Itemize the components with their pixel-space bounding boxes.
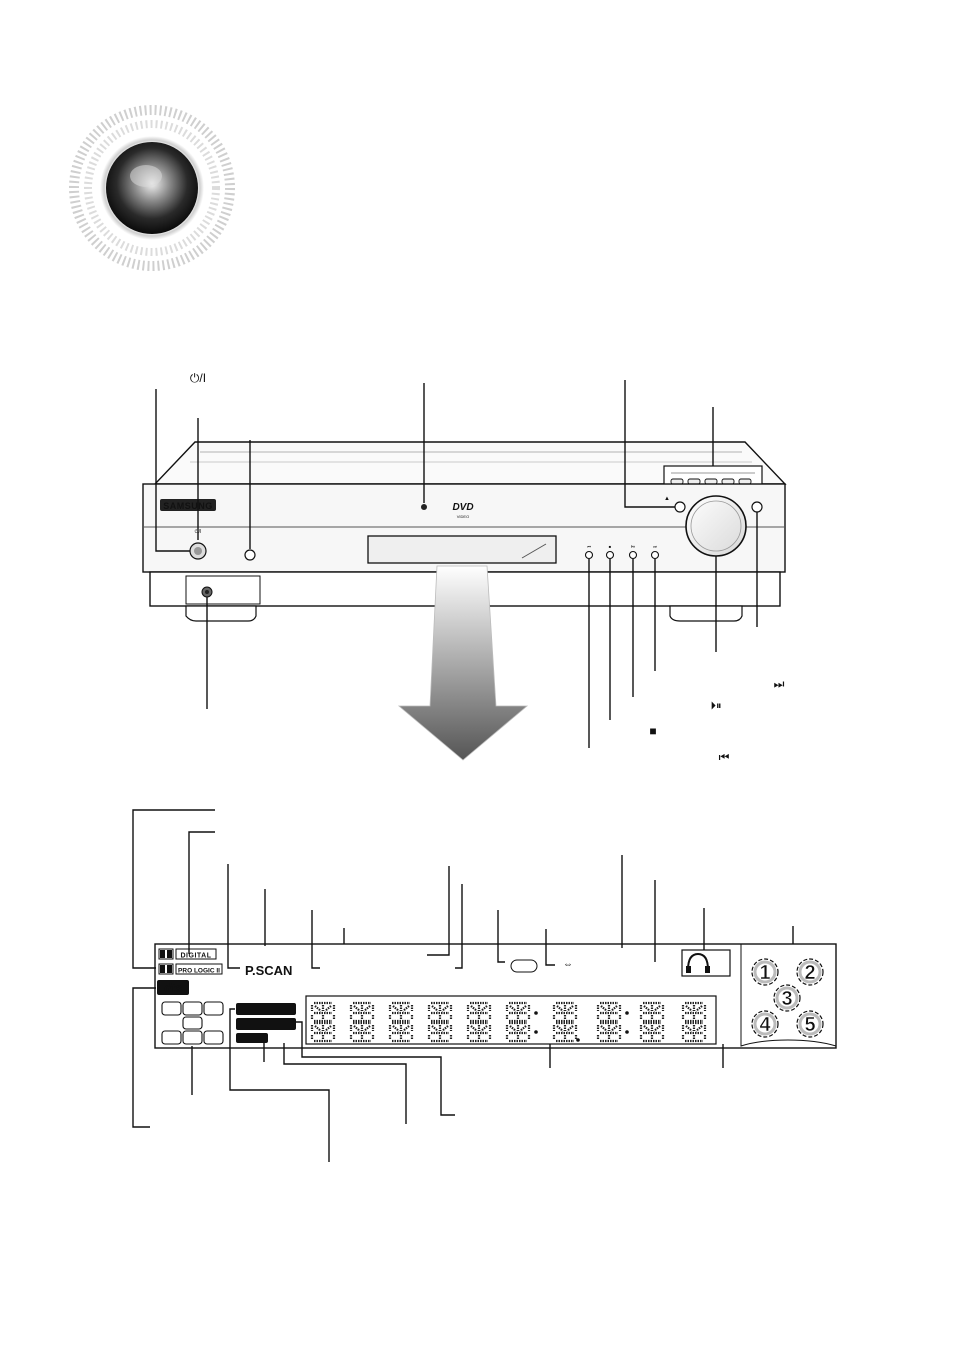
segment-digit-cell (349, 1001, 375, 1023)
segment-digit-cell (466, 1021, 492, 1043)
segment-digit-cell (466, 1001, 492, 1023)
segment-digit-cell (639, 1001, 665, 1023)
stop-button[interactable] (605, 550, 615, 560)
next-track-icon: ⏭ (774, 677, 785, 691)
transition-arrow (397, 565, 529, 761)
prev-button[interactable] (584, 550, 594, 560)
disc-number-label: 5 (804, 1014, 815, 1036)
status-bar-1 (236, 1003, 296, 1015)
disc-number-indicators: 1 234 5 (751, 958, 824, 1038)
segment-digit-cell (681, 1021, 707, 1043)
disc-number-label: 3 (781, 988, 792, 1010)
display-callouts (132, 809, 794, 1162)
segment-digit-cell (427, 1001, 453, 1023)
prev-track-icon: ⏮ (719, 750, 730, 764)
disc-number-label: 1 (759, 962, 770, 984)
segment-separator-dot (534, 1030, 538, 1034)
brand-logo: SAMSUNG (163, 501, 213, 511)
segment-digit-cell (349, 1021, 375, 1043)
status-bar-3 (236, 1033, 268, 1043)
stop-label: ■ (609, 544, 612, 549)
function-button[interactable] (751, 501, 763, 513)
speaker-icon (69, 105, 235, 271)
disc-slot-indicator (421, 504, 427, 510)
segment-digit-cell (596, 1021, 622, 1043)
segment-separator-dot (534, 1011, 538, 1015)
dvd-logo-sub: VIDEO (457, 514, 469, 519)
digital-indicator: DIGITAL (181, 953, 212, 960)
front-panel-callouts (155, 380, 758, 748)
front-display-window (367, 535, 557, 564)
pscan-indicator: P.SCAN (245, 963, 292, 978)
segment-digit-cell (639, 1021, 665, 1043)
segment-digits (310, 1001, 707, 1043)
dts-indicator: dts (164, 981, 182, 995)
disc-number-label: 4 (759, 1014, 771, 1036)
segment-digit-cell (388, 1001, 414, 1023)
segment-digit-cell (681, 1001, 707, 1023)
segment-digit-cell (427, 1021, 453, 1043)
play-pause-icon: ⏵⏸ (711, 700, 722, 712)
next-button[interactable] (650, 550, 660, 560)
power-icon: ⏻/I (190, 371, 206, 385)
eject-button[interactable] (674, 501, 686, 513)
segment-digit-cell (388, 1021, 414, 1043)
stop-icon: ■ (649, 724, 656, 738)
prev-label: ⏮ (587, 544, 591, 549)
segment-digit-cell (552, 1021, 578, 1043)
segment-digit-cell (310, 1001, 336, 1023)
volume-knob[interactable] (685, 495, 747, 557)
segment-separator-dot (625, 1011, 629, 1015)
status-bar-2 (236, 1018, 296, 1030)
eject-icon: ▲ (664, 496, 670, 502)
oval-indicator (510, 959, 538, 973)
dvd-logo: DVD (452, 502, 473, 513)
play-pause-button[interactable] (628, 550, 638, 560)
disc-indicator-3: 3 (773, 984, 801, 1012)
open-close-button[interactable] (244, 549, 256, 561)
segment-digit-cell (505, 1021, 531, 1043)
disc-indicator-1: 1 (751, 958, 779, 986)
speaker-layout-indicator (161, 1001, 224, 1045)
front-panel-illustration: SAMSUNG DVD VIDEO ⏻/I ⏮ ■ ⏵⏸ ⏭ ▲ (142, 441, 787, 622)
transport-buttons: ⏮ ■ ⏵⏸ ⏭ (584, 544, 660, 560)
segment-digit-cell (552, 1001, 578, 1023)
front-display-illustration: DIGITAL PRO LOGIC II P.SCAN dts ⇔ (154, 943, 837, 1049)
segment-separator-dot (625, 1030, 629, 1034)
segment-digit-cell (310, 1021, 336, 1043)
segment-digit-cell (596, 1001, 622, 1023)
disc-indicator-2: 2 (796, 958, 824, 986)
segment-digit-cell (505, 1001, 531, 1023)
disc-number-label: 2 (804, 962, 815, 984)
disc-indicator-5: 5 (796, 1010, 824, 1038)
disc-indicator-4: 4 (751, 1010, 779, 1038)
next-label: ⏭ (653, 544, 657, 549)
headphone-icon (686, 952, 710, 973)
repeat-indicator: ⇔ (563, 959, 573, 970)
pro-logic-indicator: PRO LOGIC II (178, 968, 220, 975)
play-pause-label: ⏵⏸ (631, 544, 635, 549)
segment-display (305, 995, 717, 1045)
segment-separator-dot (576, 1038, 580, 1042)
